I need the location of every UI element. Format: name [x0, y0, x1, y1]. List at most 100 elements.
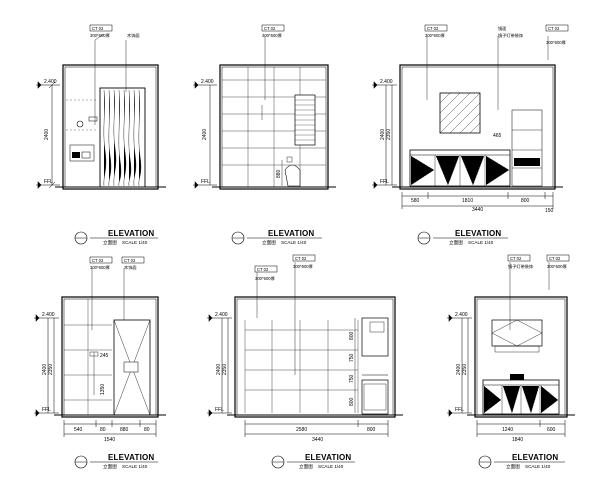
material-tag-code: CT 02 [548, 26, 560, 31]
lower-cabinet [361, 379, 389, 415]
material-tag-code: CT 02 [257, 267, 269, 272]
width-dim: 150 [545, 208, 554, 214]
toilet [284, 164, 301, 187]
segment-dim: 750 [349, 374, 355, 383]
material-tag-code: CT 02 [92, 258, 104, 263]
material-tag-note: 木饰面 [124, 264, 137, 271]
material-tag-code: CT 02 [92, 26, 104, 31]
width-dim-total: 1840 [512, 437, 523, 443]
width-dim: 580 [411, 198, 420, 204]
level-floor-label: FFL [215, 407, 224, 413]
material-tag-code: CT 02 [124, 258, 136, 263]
level-top-label: 2.400 [201, 79, 214, 85]
elevation-panel-3: 465 2.400 FFL 2400 2350 580 1810 800 150… [372, 24, 569, 246]
height-dimension: 2400 [216, 364, 222, 375]
door [99, 87, 146, 188]
elevation-subtitle: 立面图 [103, 463, 117, 470]
toilet-height-dim: 880 [276, 169, 282, 178]
material-tag-spec: 300*600厚 [262, 33, 282, 39]
width-dim: 1810 [462, 198, 473, 204]
elevation-panel-5: 800 750 750 800 2.400 FFL 2400 2350 2580… [207, 254, 403, 470]
height-dimension: 2400 [456, 364, 462, 375]
upper-cabinet [361, 317, 389, 357]
height-dimension: 2400 [202, 129, 208, 140]
material-tag-code: CT 02 [295, 256, 307, 261]
elevation-title: ELEVATION [108, 229, 154, 238]
elevation-title: ELEVATION [455, 229, 501, 238]
material-tag-code: CT 02 [510, 256, 522, 261]
width-dim-total: 3440 [312, 437, 323, 443]
elevation-scale: SCALE 1/40 [468, 240, 494, 245]
width-dim-total: 1540 [104, 437, 115, 443]
material-tag-spec: 300*600厚 [293, 264, 313, 270]
elevation-scale: SCALE 1/40 [318, 464, 344, 469]
valve-offset-label: 245 [100, 353, 109, 359]
light-fixture-icon [76, 120, 84, 128]
elevation-subtitle: 立面图 [103, 239, 117, 246]
level-top-label: 2.400 [215, 312, 228, 318]
material-tag-spec: 300*600厚 [90, 265, 110, 271]
width-dim: 800 [367, 427, 376, 433]
level-top-label: 2.400 [455, 312, 468, 318]
width-dim: 540 [74, 427, 83, 433]
elevation-panel-6: 2.400 FFL 2400 2350 1240 600 1840 CT 02 … [447, 254, 575, 470]
elevation-title: ELEVATION [108, 453, 154, 462]
elevation-panel-1: 2.400 FFL 2400 CT 02 300*600厚 木饰面 ELEVAT… [36, 24, 166, 246]
elevation-panel-4: 245 1350 2.400 FFL 2400 2350 540 80 880 … [34, 256, 166, 470]
width-dim: 1240 [502, 427, 513, 433]
width-dim-total: 3440 [472, 207, 483, 213]
level-top-label: 2.400 [44, 79, 57, 85]
width-dim: 800 [521, 198, 530, 204]
material-tag-code: CT 02 [427, 26, 439, 31]
width-dim: 80 [100, 427, 106, 433]
level-floor-label: FFL [455, 407, 464, 413]
elevation-subtitle: 立面图 [299, 463, 313, 470]
width-dim: 600 [547, 427, 556, 433]
material-tag-spec: 300*600厚 [546, 40, 566, 46]
height-dimension-inner: 2350 [386, 129, 392, 140]
material-tag-code: CT 02 [264, 26, 276, 31]
material-tag-spec: 300*600厚 [425, 33, 445, 39]
elevation-scale: SCALE 1/40 [122, 240, 148, 245]
width-dim: 2580 [296, 427, 307, 433]
elevation-title: ELEVATION [268, 229, 314, 238]
material-tag-code: CT 02 [549, 256, 561, 261]
elevation-subtitle: 立面图 [262, 239, 276, 246]
material-tag-spec: 300*600厚 [547, 264, 567, 270]
elevation-subtitle: 立面图 [506, 463, 520, 470]
level-top-label: 2.400 [380, 79, 393, 85]
elevation-scale: SCALE 1/40 [122, 464, 148, 469]
mirror-offset-label: 465 [493, 133, 502, 139]
height-dimension: 2400 [380, 129, 386, 140]
height-dimension-inner: 2350 [462, 364, 468, 375]
height-dimension: 2400 [42, 364, 48, 375]
material-tag-note: 镜子灯带装饰 [508, 263, 533, 270]
height-dimension-inner: 2350 [222, 364, 228, 375]
elevation-scale: SCALE 1/40 [281, 240, 307, 245]
level-floor-label: FFL [42, 407, 51, 413]
material-tag-note: 木饰面 [127, 32, 140, 39]
elevation-panel-2: 880 2.400 FFL 2400 CT 02 300*600厚 ELEVAT… [193, 24, 336, 246]
segment-dim: 800 [349, 331, 355, 340]
segment-dim: 750 [349, 353, 355, 362]
width-dim: 880 [120, 427, 129, 433]
elevation-title: ELEVATION [305, 453, 351, 462]
level-floor-label: FFL [380, 179, 389, 185]
level-top-label: 2.400 [42, 312, 55, 318]
elevation-title: ELEVATION [512, 453, 558, 462]
material-tag-spec: 300*600厚 [255, 276, 275, 282]
level-floor-label: FFL [201, 179, 210, 185]
valve-height-label: 1350 [100, 384, 106, 395]
shower-glass-door [113, 319, 151, 416]
segment-dim: 800 [349, 397, 355, 406]
material-tag-spec: 300*600厚 [90, 33, 110, 39]
height-dimension: 2400 [44, 129, 50, 140]
material-tag-note: 镜子灯带装饰 [498, 32, 523, 39]
height-dimension-inner: 2350 [48, 364, 54, 375]
level-floor-label: FFL [44, 179, 53, 185]
elevation-scale: SCALE 1/40 [525, 464, 551, 469]
elevation-subtitle: 立面图 [449, 239, 463, 246]
width-dim: 80 [144, 427, 150, 433]
material-tag-note: 镜面 [498, 25, 506, 32]
